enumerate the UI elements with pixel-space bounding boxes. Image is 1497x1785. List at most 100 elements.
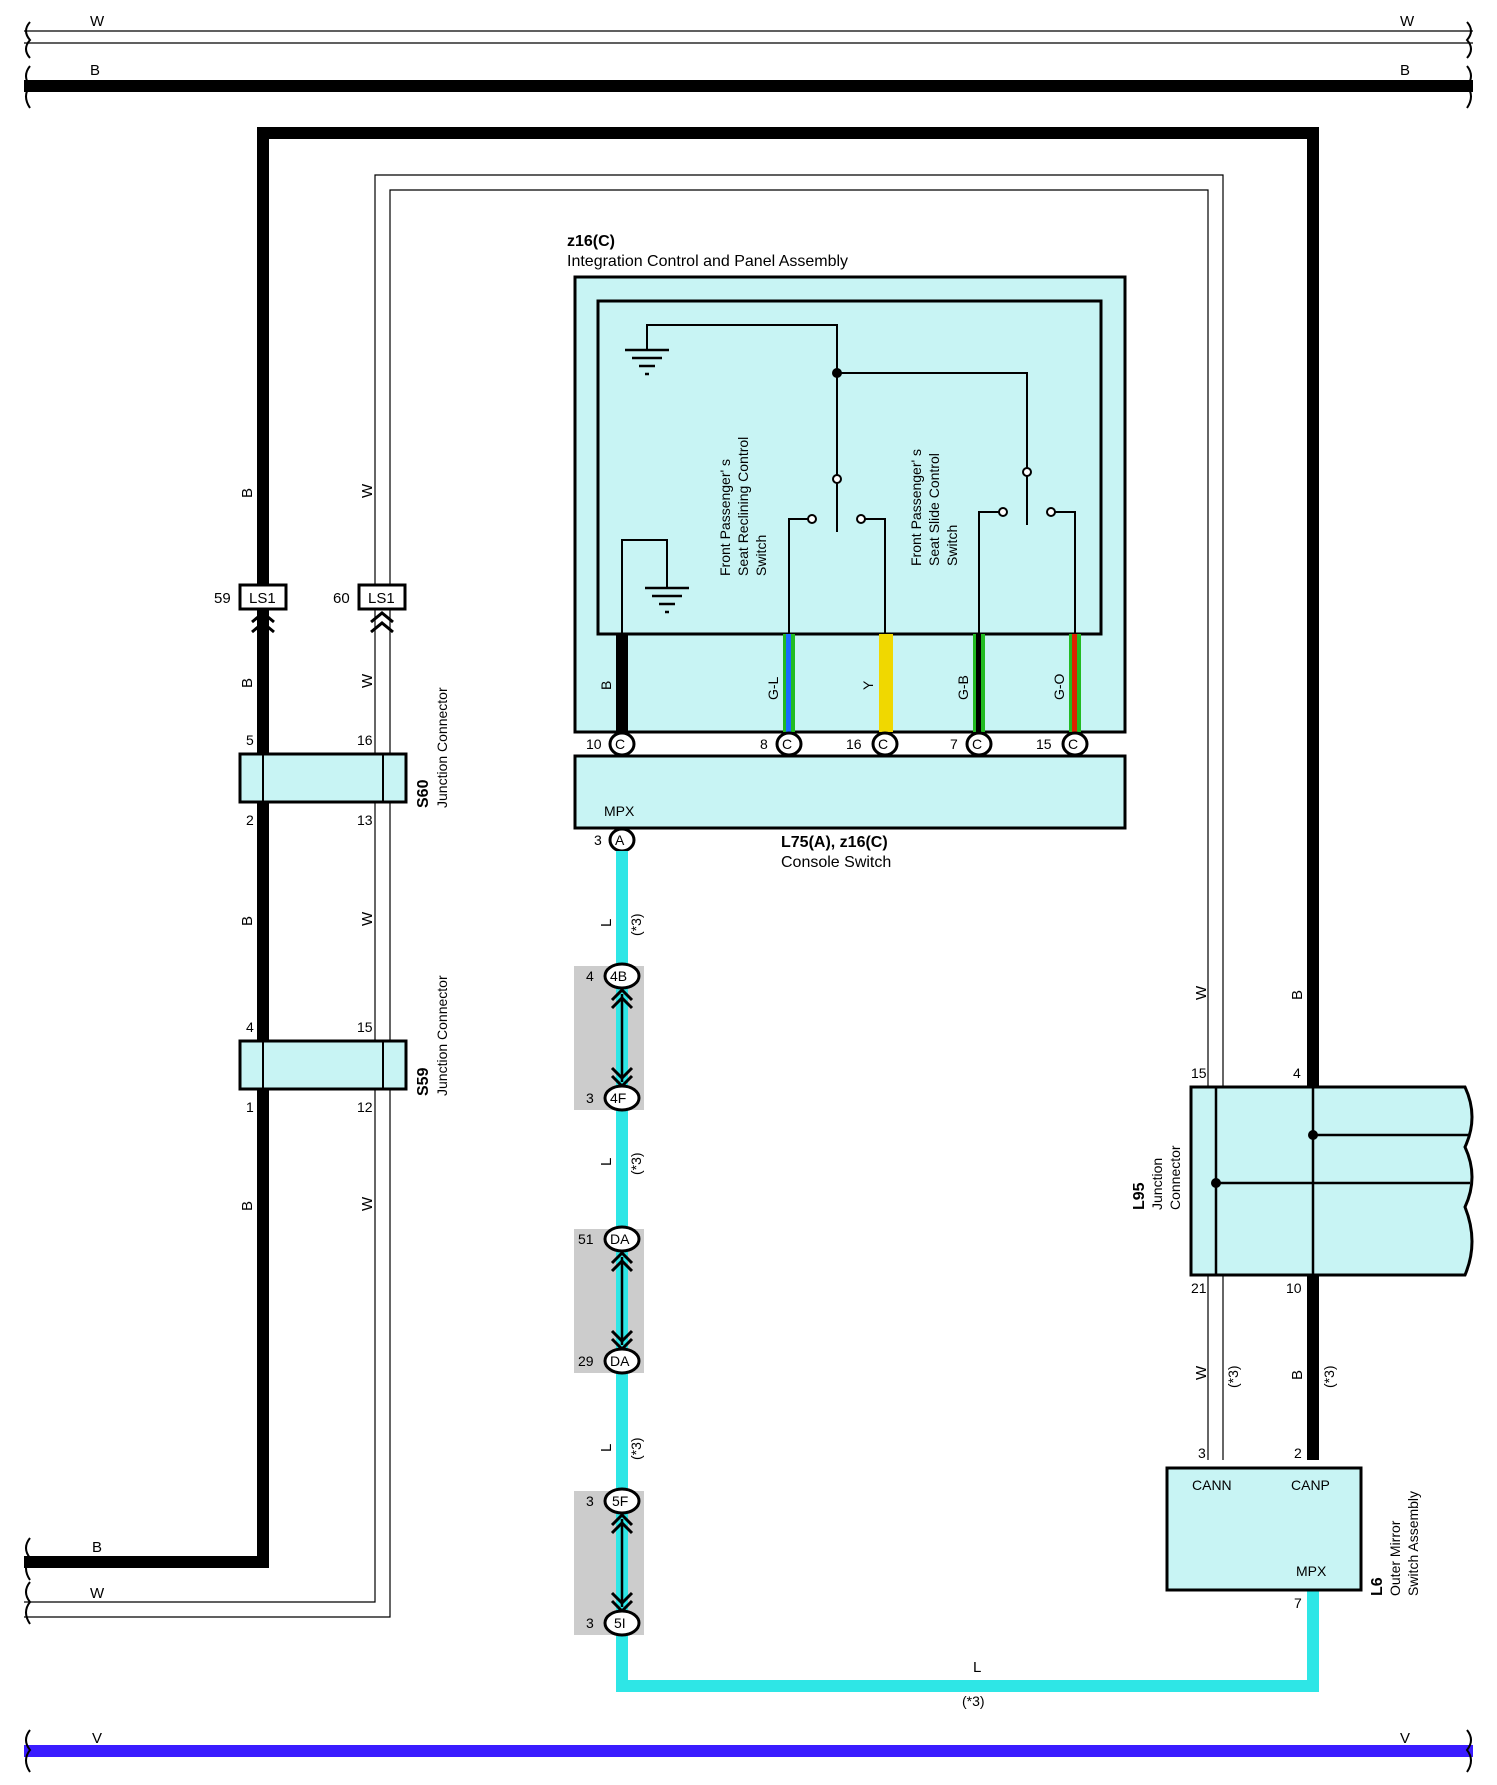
bus-label-top-b-left: B [90, 62, 100, 79]
svg-text:Connector: Connector [1167, 1145, 1183, 1210]
switch1-line3: Switch [753, 535, 769, 576]
svg-text:W: W [1193, 1365, 1210, 1380]
svg-text:15: 15 [1036, 736, 1052, 752]
svg-text:C: C [972, 736, 982, 752]
s60-junction-connector: 5 16 2 13 S60 Junction Connector [238, 687, 450, 828]
svg-text:1: 1 [246, 1099, 254, 1115]
svg-text:(*3): (*3) [628, 913, 644, 936]
svg-text:(*3): (*3) [628, 1152, 644, 1175]
wire-label-b-bottom: B [92, 1539, 102, 1556]
svg-text:A: A [615, 832, 625, 848]
ls1-pin-60: 60 [333, 590, 350, 607]
svg-text:12: 12 [357, 1099, 373, 1115]
svg-text:B: B [598, 681, 614, 690]
svg-text:CANN: CANN [1192, 1477, 1232, 1493]
l-wire-labels: L (*3) L (*3) L (*3) L (*3) [598, 913, 985, 1709]
svg-text:C: C [878, 736, 888, 752]
inline-connector-da: DA 51 DA 29 [574, 1225, 644, 1375]
z16-assembly: Front Passenger' s Seat Reclining Contro… [573, 275, 1127, 757]
bus-label-top-w-left: W [90, 13, 105, 30]
svg-text:(*3): (*3) [628, 1437, 644, 1460]
svg-text:W: W [359, 911, 376, 926]
svg-text:2: 2 [1294, 1445, 1302, 1461]
svg-text:W: W [1193, 985, 1210, 1000]
svg-text:B: B [239, 916, 256, 926]
svg-text:Junction Connector: Junction Connector [434, 687, 450, 808]
l6-outer-mirror-switch: CANN CANP MPX 3 2 7 L6 Outer Mirror Swit… [1165, 1445, 1421, 1611]
svg-text:16: 16 [846, 736, 862, 752]
ls1-connector-w: LS1 60 [333, 583, 407, 634]
svg-text:B: B [239, 488, 256, 498]
bus-label-top-b-right: B [1400, 62, 1410, 79]
svg-text:L: L [973, 1659, 981, 1676]
svg-text:5I: 5I [614, 1615, 626, 1631]
svg-text:L: L [598, 919, 615, 927]
svg-text:21: 21 [1191, 1280, 1207, 1296]
s59-junction-connector: 4 15 1 12 S59 Junction Connector [238, 975, 450, 1115]
svg-text:C: C [1068, 736, 1078, 752]
svg-text:G-L: G-L [765, 676, 781, 700]
svg-text:2: 2 [246, 812, 254, 828]
svg-text:5: 5 [246, 732, 254, 748]
console-switch: MPX A 3 L75(A), z16(C) Console Switch [573, 754, 1127, 871]
svg-text:DA: DA [610, 1353, 630, 1369]
switch1-line1: Front Passenger' s [717, 459, 733, 576]
switch2-line1: Front Passenger' s [908, 449, 924, 566]
svg-text:3: 3 [594, 832, 602, 848]
z16-pin-10: C 10 [586, 731, 636, 757]
z16-pin-16: C 16 [846, 731, 899, 757]
svg-text:S60: S60 [415, 779, 432, 808]
svg-text:16: 16 [357, 732, 373, 748]
bus-label-v-left: V [92, 1730, 102, 1747]
svg-text:B: B [1289, 990, 1306, 1000]
svg-text:G-O: G-O [1051, 673, 1067, 700]
svg-text:W: W [359, 673, 376, 688]
svg-text:3: 3 [586, 1493, 594, 1509]
bus-bars [24, 21, 1473, 1773]
l95-junction-connector: 15 4 21 10 L95 Junction Connector [1131, 1065, 1474, 1296]
svg-text:3: 3 [586, 1090, 594, 1106]
svg-text:(*3): (*3) [1225, 1365, 1241, 1388]
svg-text:4: 4 [246, 1019, 254, 1035]
svg-text:B: B [239, 678, 256, 688]
wire-label-w-bottom: W [90, 1585, 105, 1602]
svg-text:L: L [598, 1158, 615, 1166]
ls1-connector-b: LS1 59 [214, 583, 288, 634]
svg-text:MPX: MPX [604, 803, 635, 819]
z16-id: z16(C) [567, 233, 615, 250]
svg-text:B: B [1289, 1370, 1306, 1380]
switch1-line2: Seat Reclining Control [735, 437, 751, 576]
console-id: L75(A), z16(C) [781, 834, 888, 851]
svg-text:7: 7 [950, 736, 958, 752]
z16-pin-15: C 15 [1036, 731, 1089, 757]
console-desc: Console Switch [781, 854, 891, 871]
left-wire-labels: B W B W B W B W [239, 483, 376, 1211]
svg-text:3: 3 [1198, 1445, 1206, 1461]
svg-text:Y: Y [860, 680, 876, 690]
bus-label-v-right: V [1400, 1730, 1410, 1747]
svg-text:4: 4 [1293, 1065, 1301, 1081]
bus-label-top-w-right: W [1400, 13, 1415, 30]
svg-text:13: 13 [357, 812, 373, 828]
svg-text:Junction Connector: Junction Connector [434, 975, 450, 1096]
z16-desc: Integration Control and Panel Assembly [567, 253, 848, 270]
ls1-pin-59: 59 [214, 590, 231, 607]
svg-text:W: W [359, 1196, 376, 1211]
svg-text:4: 4 [586, 968, 594, 984]
wire-b-loop [24, 127, 1319, 1568]
l95-id: L95 [1131, 1182, 1148, 1210]
svg-text:10: 10 [1286, 1280, 1302, 1296]
right-wire-labels: W B W (*3) B (*3) [1193, 985, 1337, 1388]
wire-w-loop-inner [24, 189, 1209, 1618]
svg-text:5F: 5F [612, 1493, 628, 1509]
svg-text:3: 3 [586, 1615, 594, 1631]
svg-text:LS1: LS1 [249, 590, 276, 607]
svg-text:G-B: G-B [955, 675, 971, 700]
switch2-line3: Switch [944, 525, 960, 566]
svg-text:Switch Assembly: Switch Assembly [1405, 1491, 1421, 1596]
inline-connector-5f-5i: 5F 3 5I 3 [574, 1487, 644, 1637]
svg-text:B: B [239, 1201, 256, 1211]
svg-text:C: C [782, 736, 792, 752]
svg-text:(*3): (*3) [1321, 1365, 1337, 1388]
z16-pin-7: C 7 [950, 731, 993, 757]
